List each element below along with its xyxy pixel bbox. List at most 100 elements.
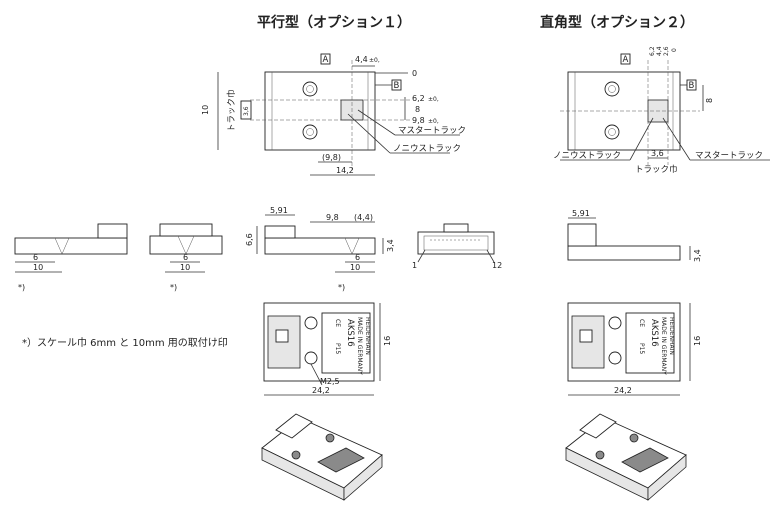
pb-model: AKS16 (345, 319, 355, 347)
side3-dim-6: 6 (355, 253, 360, 262)
dim-tol-6-2: ±0, (428, 96, 439, 103)
rab-label-marking: HEIDENHAIN MADE IN GERMANY AKS16 P15 CE (625, 312, 675, 375)
ra-datum-a-label: A (623, 55, 629, 65)
side3-dim-3-4: 3,4 (386, 239, 395, 252)
connector-pin-row (423, 235, 489, 251)
right-angle-bottom-view: HEIDENHAIN MADE IN GERMANY AKS16 P15 CE … (567, 302, 702, 396)
ra-datum-b-label: B (689, 81, 695, 91)
side1-dim-10: 10 (33, 263, 43, 272)
connector-pin-1: 1 (412, 261, 417, 270)
ra-iso-label (621, 447, 669, 473)
pb-screw-upper (304, 316, 318, 330)
dim-8: 8 (415, 105, 420, 114)
side2-dim-6: 6 (183, 253, 188, 262)
ra-dim-4-4: 4,4 (656, 46, 663, 56)
rab-model: AKS16 (649, 319, 659, 347)
rab-made-in: MADE IN GERMANY (660, 317, 667, 375)
side2-asterisk: *) (170, 283, 177, 292)
rab-screw-upper (608, 316, 622, 330)
ra-dim-zero: 0 (671, 48, 678, 52)
track-width-label-vert: トラック巾 (226, 89, 237, 132)
mount-hole-upper (302, 81, 318, 97)
ra-iso-side-face (647, 454, 687, 501)
side3-dim-5-91: 5,91 (270, 206, 288, 215)
right-angle-side-view: 5,91 3,4 (567, 209, 702, 262)
side-view-1: 6 10 *) (14, 223, 128, 292)
dim-9-8-paren: (9,8) (322, 153, 341, 162)
side3-dim-6-6: 6,6 (245, 233, 254, 246)
parallel-bottom-view: HEIDENHAIN MADE IN GERMANY AKS16 P15 CE … (263, 302, 392, 396)
parallel-top-view: A B 4,4 ±0, 0 6,2 ±0, 8 9,8 ±0, 10 トラック巾… (201, 53, 466, 176)
connector-pin-12: 12 (492, 261, 502, 270)
pb-made-in: MADE IN GERMANY (356, 317, 363, 375)
side1-body (14, 237, 128, 255)
side1-asterisk: *) (18, 283, 25, 292)
rab-p15: P15 (638, 343, 645, 354)
ra-side-connector (567, 223, 597, 247)
parallel-isometric-view (261, 413, 383, 501)
side-view-2: 6 10 *) (149, 223, 223, 292)
right-angle-top-view: A B 6,2 4,4 2,6 0 8 ノニウストラック マスタートラック 3,… (553, 46, 770, 175)
pb-ce: CE (334, 319, 341, 327)
ra-side-body (567, 245, 681, 261)
master-track-label-ra: マスタートラック (695, 151, 763, 161)
iso-screw-2 (325, 433, 335, 443)
iso-screw-1 (291, 450, 301, 460)
connector-housing (417, 231, 495, 255)
ra-side-dim-3-4: 3,4 (693, 249, 702, 262)
ra-mount-hole-upper (604, 81, 620, 97)
ra-iso-screw-2 (629, 433, 639, 443)
dim-zero-ref: 0 (412, 69, 417, 78)
ra-iso-screw-1 (595, 450, 605, 460)
side-view-3: 5,91 9,8 (4,4) 6,6 3,4 6 10 *) (245, 206, 395, 292)
iso-connector (275, 413, 313, 439)
ra-datum-a-box (620, 53, 631, 65)
dim-tol-top: ±0, (369, 57, 380, 64)
pb-m25-label: M2,5 (320, 377, 340, 386)
right-angle-isometric-view (565, 413, 687, 501)
rab-brand: HEIDENHAIN (668, 317, 675, 355)
pb-p15: P15 (334, 343, 341, 354)
pb-dim-24-2: 24,2 (312, 386, 330, 395)
master-track-label-parallel: マスタートラック (398, 126, 466, 136)
dim-9-8: 9,8 (412, 116, 425, 125)
pb-screw-lower (304, 351, 318, 365)
side3-body (264, 237, 376, 255)
pb-dim-16: 16 (383, 336, 392, 346)
connector-end-view: 1 12 (412, 223, 502, 270)
mounting-mark-note: *）スケール巾 6mm と 10mm 用の取付け印 (22, 338, 228, 349)
ra-iso-connector (579, 413, 617, 439)
ra-dim-2-6: 2,6 (663, 46, 670, 56)
rab-dim-24-2: 24,2 (614, 386, 632, 395)
pb-label-marking: HEIDENHAIN MADE IN GERMANY AKS16 P15 CE (321, 312, 371, 375)
ra-side-dim-5-91: 5,91 (572, 209, 590, 218)
nonius-track-label-parallel: ノニウストラック (393, 144, 461, 154)
side3-connector (264, 225, 296, 239)
side1-dim-6: 6 (33, 253, 38, 262)
datum-a-label: A (323, 55, 329, 65)
rab-square (579, 329, 593, 343)
iso-side-face (343, 454, 383, 501)
pb-square (275, 329, 289, 343)
connector-latch (443, 223, 469, 233)
parallel-type-title: 平行型（オプション１） (257, 15, 411, 31)
dim-6-2: 6,2 (412, 94, 425, 103)
nonius-track-label-ra: ノニウストラック (553, 151, 621, 161)
dim-tol-9-8: ±0, (428, 118, 439, 125)
side2-dim-10: 10 (180, 263, 190, 272)
track-width-label-ra: トラック巾 (635, 164, 678, 175)
side1-connector (97, 223, 128, 239)
mount-hole-lower (302, 124, 318, 140)
dim-14-2: 14,2 (336, 166, 354, 175)
side3-dim-10: 10 (350, 263, 360, 272)
rab-ce: CE (638, 319, 645, 327)
rab-screw-lower (608, 351, 622, 365)
iso-label (317, 447, 365, 473)
ra-dim-3-6: 3,6 (651, 149, 664, 158)
datum-a-box (320, 53, 331, 65)
side2-top (159, 223, 213, 237)
datum-b-label: B (394, 81, 400, 91)
dim-10-vert: 10 (201, 105, 210, 115)
dim-4-4-top: 4,4 (355, 55, 368, 64)
